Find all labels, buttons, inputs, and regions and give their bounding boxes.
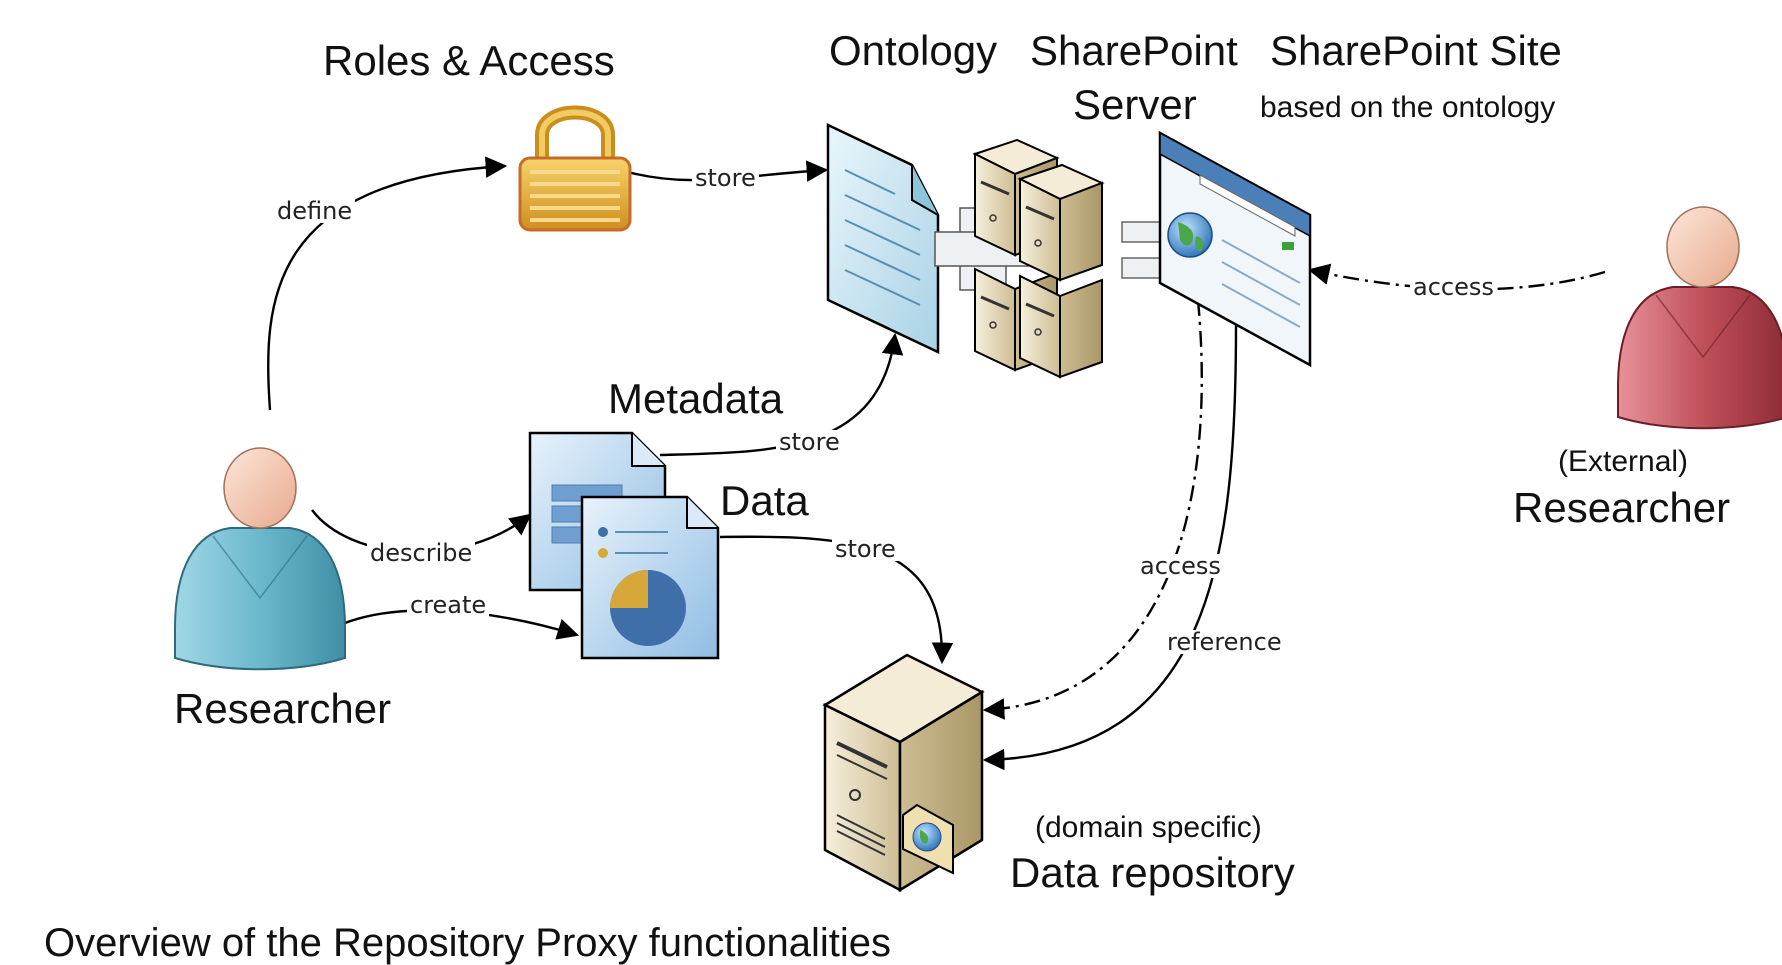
sharepoint-server-label-1: SharePoint [1030,27,1238,74]
sharepoint-site-icon [1158,130,1312,368]
external-researcher-figure [1617,206,1782,430]
sharepoint-site-label: SharePoint Site [1270,27,1562,74]
edge-label-access-external: access [1410,275,1497,299]
external-researcher-label: Researcher [1513,484,1731,531]
lock-icon [518,105,632,232]
roles-access-label: Roles & Access [323,37,615,84]
edge-label-describe: describe [367,541,476,565]
data-repository-label: Data repository [1010,849,1295,896]
pie-icon [610,570,686,646]
edge-label-store-data: store [832,537,899,561]
data-label: Data [720,477,809,524]
sharepoint-server-icon [972,138,1105,379]
repository-folder-icon [902,803,954,875]
globe-icon [1167,212,1213,258]
researcher-figure [174,447,346,671]
edge-label-store-metadata: store [776,430,843,454]
ontology-document-icon [826,123,940,354]
edge-reference [982,324,1238,771]
edge-label-create: create [407,593,490,617]
ontology-label: Ontology [829,27,998,74]
sharepoint-site-sub-label: based on the ontology [1260,91,1556,124]
sharepoint-server-label-2: Server [1073,81,1197,128]
edge-label-store-lock: store [692,166,759,190]
data-document-icon [580,495,720,660]
researcher-label: Researcher [174,685,392,732]
edge-label-reference: reference [1164,630,1285,654]
figure-caption: Overview of the Repository Proxy functio… [44,921,892,965]
edge-access-external [1307,263,1606,291]
data-repository-sub-label: (domain specific) [1035,811,1262,844]
data-repository-icon [822,653,985,893]
metadata-label: Metadata [608,375,784,422]
edge-label-define: define [274,199,356,223]
external-researcher-sub-label: (External) [1558,445,1689,478]
edge-define [266,156,508,411]
edge-label-access-repo: access [1137,554,1224,578]
